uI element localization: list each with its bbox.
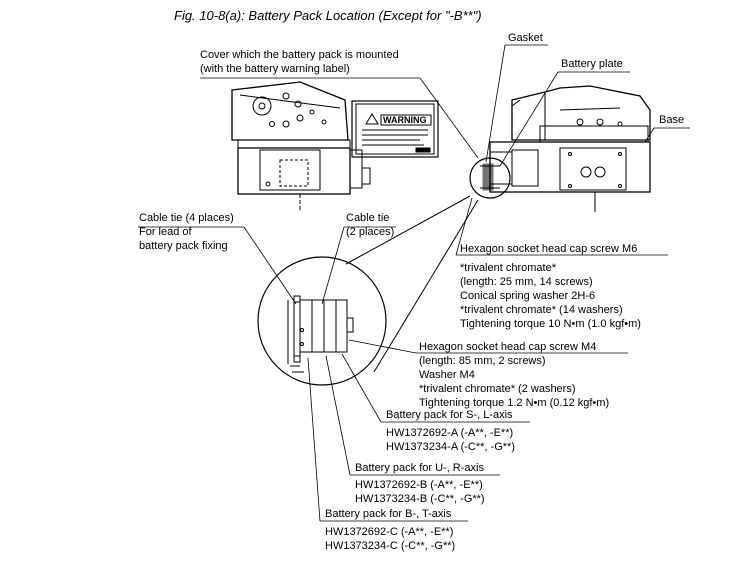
label-battery-ur-line1: Battery pack for U-, R-axis: [355, 462, 484, 474]
label-cable-tie-4-line1: Cable tie (4 places): [139, 212, 234, 224]
label-screw-m6-line2: *trivalent chromate*: [460, 262, 556, 274]
label-screw-m4-line4: *trivalent chromate* (2 washers): [419, 383, 576, 395]
label-cable-tie-2-line2: (2 places): [346, 226, 395, 238]
label-battery-sl-line1: Battery pack for S-, L-axis: [386, 409, 513, 421]
label-battery-sl-line2: HW1372692-A (-A**, -E**): [386, 427, 514, 439]
label-cable-tie-2-line1: Cable tie: [346, 212, 390, 224]
battery-detail-view: [257, 256, 387, 386]
label-screw-m4-line2: (length: 85 mm, 2 screws): [419, 355, 546, 367]
label-battery-bt-line3: HW1373234-C (-C**, -G**): [325, 540, 456, 552]
warning-label: [351, 100, 439, 158]
label-screw-m4-line5: Tightening torque 1.2 N•m (0.12 kgf•m): [419, 397, 610, 409]
robot-left-view: [231, 81, 371, 210]
label-battery-bt-line2: HW1372692-C (-A**, -E**): [325, 526, 454, 538]
label-battery-ur-line2: HW1372692-B (-A**, -E**): [355, 479, 483, 491]
label-battery-plate: Battery plate: [561, 58, 623, 70]
label-screw-m4-line3: Washer M4: [419, 369, 475, 381]
label-battery-bt-line1: Battery pack for B-, T-axis: [325, 508, 452, 520]
label-cable-tie-4-line2: For lead of: [139, 226, 192, 238]
label-screw-m6-line6: Tightening torque 10 N•m (1.0 kgf•m): [460, 318, 641, 330]
label-gasket: Gasket: [508, 32, 543, 44]
label-battery-sl-line3: HW1373234-A (-C**, -G**): [386, 441, 515, 453]
label-base: Base: [659, 114, 685, 126]
label-cover-line1: Cover which the battery pack is mounted: [200, 49, 399, 61]
figure-title: Fig. 10-8(a): Battery Pack Location (Exc…: [174, 8, 482, 23]
label-cable-tie-4-line3: battery pack fixing: [139, 240, 228, 252]
label-screw-m6-line4: Conical spring washer 2H-6: [460, 290, 596, 302]
warning-label-text: WARNING: [383, 115, 427, 125]
label-screw-m4-line1: Hexagon socket head cap screw M4: [419, 341, 597, 353]
label-screw-m6-line3: (length: 25 mm, 14 screws): [460, 276, 593, 288]
label-screw-m6-line5: *trivalent chromate* (14 washers): [460, 304, 623, 316]
label-screw-m6-line1: Hexagon socket head cap screw M6: [460, 243, 638, 255]
label-battery-ur-line3: HW1373234-B (-C**, -G**): [355, 493, 485, 505]
label-cover-line2: (with the battery warning label): [200, 63, 350, 75]
robot-right-view: [469, 85, 651, 212]
